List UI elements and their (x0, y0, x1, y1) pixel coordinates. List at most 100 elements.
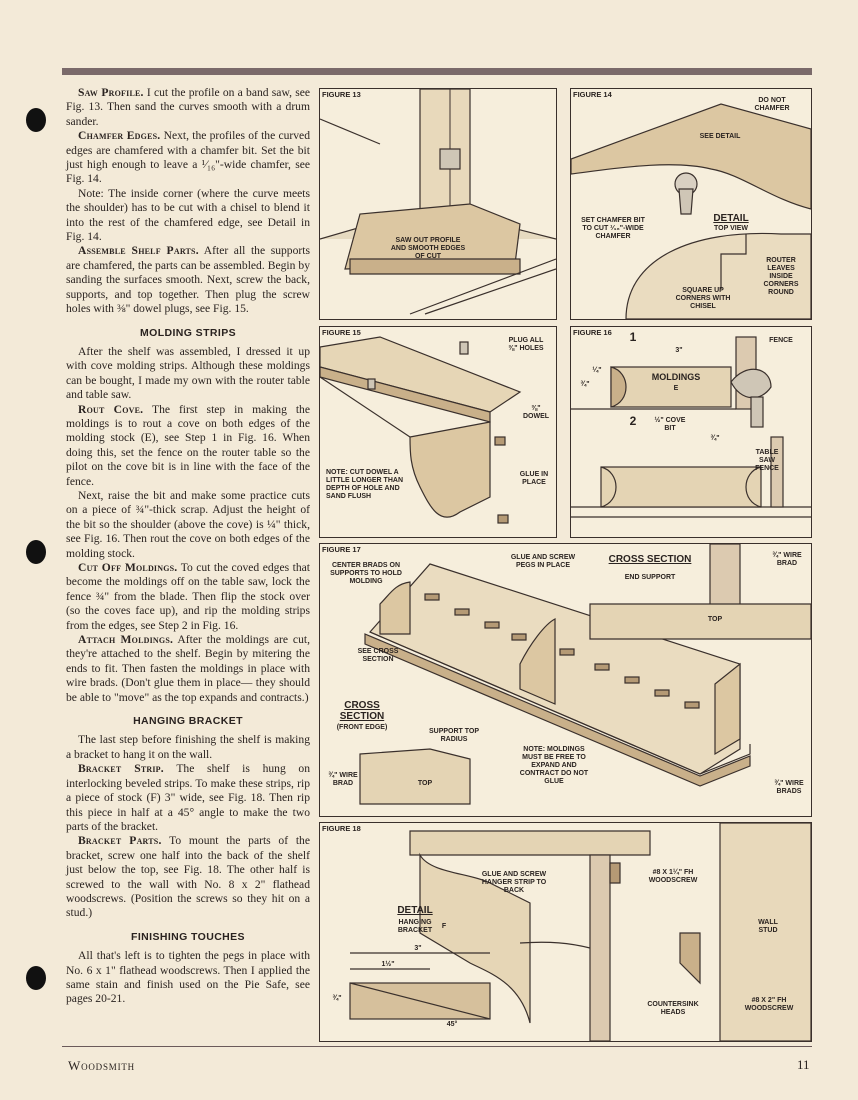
figure-label: MOLDINGS (651, 372, 701, 382)
run-in-head: Rout Cove. (78, 402, 144, 416)
figure-16-drawing (571, 336, 811, 518)
part-letter: E (673, 385, 679, 392)
paragraph: Assemble Shelf Parts. After all the supp… (66, 244, 310, 316)
figure-label: GLUE AND SCREW HANGER STRIP TO BACK (481, 871, 547, 894)
figure-18: FIGURE 18 GLUE AND SCREW HANGER STRIP TO… (319, 822, 812, 1042)
figure-18-drawing (349, 823, 811, 1041)
step-number: 2 (629, 414, 637, 428)
figure-13-drawing (320, 89, 556, 315)
figure-label: SEE DETAIL (699, 133, 741, 140)
figure-note: NOTE: CUT DOWEL A LITTLE LONGER THAN DEP… (326, 469, 403, 500)
run-in-head: Chamfer Edges. (78, 129, 161, 143)
body-text: The first step in making the moldings is… (66, 402, 310, 488)
figure-label: SUPPORT TOP RADIUS (428, 728, 480, 743)
dimension-label: 3" (414, 945, 422, 952)
run-in-head: Assemble Shelf Parts. (78, 244, 199, 258)
run-in-head: Bracket Strip. (78, 762, 164, 776)
paragraph: After the shelf was assembled, I dressed… (66, 345, 310, 403)
dimension-label: ¾" (580, 381, 590, 388)
paragraph: Saw Profile. I cut the profile on a band… (66, 86, 310, 129)
figure-title: FIGURE 17 (322, 545, 361, 554)
body-text: The shelf is hung on interlocking bevele… (66, 762, 310, 833)
figure-title: FIGURE 14 (573, 90, 612, 99)
paragraph: The last step before finishing the shelf… (66, 733, 310, 762)
figure-title: FIGURE 18 (322, 824, 361, 833)
figure-title: FIGURE 15 (322, 328, 361, 337)
figure-15: FIGURE 15 PLUG ALL ⅜" HOLES ⅜" DOWEL GLU… (319, 326, 557, 538)
run-in-head: Bracket Parts. (78, 834, 162, 848)
figure-label: ¾" WIRE BRADS (774, 780, 804, 795)
figure-17: FIGURE 17 CENTER BRADS ON SUPPORTS TO HO… (319, 543, 812, 817)
dimension-label: ¾" (332, 995, 342, 1002)
body-text: Next, raise the bit and make some practi… (66, 488, 310, 560)
detail-heading: DETAIL (397, 905, 433, 916)
figure-label: (FRONT EDGE) (336, 724, 388, 731)
run-in-head: Attach Moldings. (78, 633, 174, 647)
figure-label: GLUE IN PLACE (519, 471, 549, 486)
part-letter: F (441, 923, 447, 930)
bottom-rule (62, 1046, 812, 1047)
figure-14-drawing (571, 103, 811, 319)
figure-label: TOP VIEW (714, 225, 748, 232)
figure-label: DO NOT CHAMFER (754, 97, 790, 112)
figure-label: TOP (417, 780, 433, 787)
figure-label: ¾" WIRE BRAD (328, 772, 358, 787)
step-number: 1 (629, 330, 637, 344)
figure-label: ROUTER LEAVES INSIDE CORNERS ROUND (763, 257, 799, 296)
cross-section-heading: CROSS SECTION (608, 554, 692, 565)
paragraph: Rout Cove. The first step in making the … (66, 403, 310, 489)
dimension-label: ¼" (592, 367, 602, 374)
body-text: The last step before finishing the shelf… (66, 733, 310, 761)
dimension-label: 3" (675, 347, 683, 354)
section-heading: HANGING BRACKET (133, 715, 243, 728)
text-column: Saw Profile. I cut the profile on a band… (66, 86, 310, 1007)
body-text: Note: The inside corner (where the curve… (66, 186, 310, 244)
figure-label: #8 x 2" Fh WOODSCREW (744, 997, 794, 1012)
figure-title: FIGURE 16 (573, 328, 612, 337)
body-text: All that's left is to tighten the pegs i… (66, 949, 310, 1006)
figure-label: WALL STUD (758, 919, 778, 934)
figure-label: ⅜" DOWEL (522, 405, 550, 420)
figure-17-drawing (359, 544, 811, 805)
figure-label: SET CHAMFER BIT TO CUT ¹⁄₁₆"-WIDE CHAMFE… (581, 217, 645, 240)
body-text: After the shelf was assembled, I dressed… (66, 344, 310, 402)
figure-label: #8 x 1¼" Fh WOODSCREW (648, 869, 698, 884)
paragraph: All that's left is to tighten the pegs i… (66, 949, 310, 1007)
figure-label: CENTER BRADS ON SUPPORTS TO HOLD MOLDING (330, 562, 402, 585)
cross-section-heading: CROSS SECTION (339, 700, 385, 722)
page-number: 11 (797, 1057, 810, 1072)
body-text: To mount the parts of the bracket, screw… (66, 834, 310, 920)
figure-label: ¾" WIRE BRAD (772, 552, 802, 567)
figure-14: FIGURE 14 DO NOT CHAMFER SEE DETAIL SET … (570, 88, 812, 320)
figure-label: SQUARE UP CORNERS WITH CHISEL (675, 287, 731, 310)
magazine-name: Woodsmith (68, 1058, 135, 1073)
body-text: After all the supports are chamfered, th… (66, 244, 310, 316)
binder-hole (26, 966, 46, 990)
figure-15-drawing (320, 336, 522, 524)
dimension-label: ¾" (710, 435, 720, 442)
paragraph: Note: The inside corner (where the curve… (66, 187, 310, 245)
paragraph: Attach Moldings. After the moldings are … (66, 633, 310, 705)
top-rule (62, 68, 812, 75)
detail-heading: DETAIL (713, 213, 749, 224)
figure-label: END SUPPORT (624, 574, 676, 581)
paragraph: Bracket Parts. To mount the parts of the… (66, 834, 310, 920)
section-heading: FINISHING TOUCHES (131, 930, 245, 943)
figure-label: SAW OUT PROFILE AND SMOOTH EDGES OF CUT (390, 237, 466, 260)
run-in-head: Saw Profile. (78, 86, 144, 99)
figure-13: FIGURE 13 SAW OUT PROFILE AND SMOOTH EDG… (319, 88, 557, 320)
figure-16: FIGURE 16 1 2 3" FENCE MOLDINGS E ¼" ¾" … (570, 326, 812, 538)
paragraph: Chamfer Edges. Next, the profiles of the… (66, 129, 310, 187)
binder-hole (26, 540, 46, 564)
figure-title: FIGURE 13 (322, 90, 361, 99)
body-text: After the moldings are cut, they're atta… (66, 633, 310, 704)
run-in-head: Cut Off Moldings. (78, 561, 178, 574)
figure-label: GLUE AND SCREW PEGS IN PLACE (510, 554, 576, 569)
binder-hole (26, 108, 46, 132)
figure-label: HANGING BRACKET (397, 919, 433, 934)
figure-label: ½" COVE BIT (654, 417, 686, 432)
section-heading: MOLDING STRIPS (139, 326, 237, 339)
figure-note: NOTE: MOLDINGS MUST BE FREE TO EXPAND AN… (519, 746, 589, 785)
paragraph: Cut Off Moldings. To cut the coved edges… (66, 561, 310, 633)
figure-label: PLUG ALL ⅜" HOLES (508, 337, 544, 352)
